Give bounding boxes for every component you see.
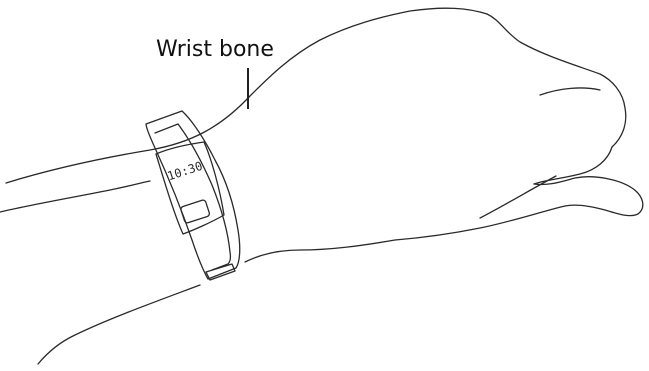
device-button xyxy=(180,199,210,223)
hand-back-outline xyxy=(487,14,626,147)
finger-fold-line xyxy=(540,88,600,95)
wrist-bone-label: Wrist bone xyxy=(156,38,274,62)
thumb-outline xyxy=(395,206,565,240)
display-time: 10:30 xyxy=(166,159,205,183)
forearm-lower-edge xyxy=(38,285,200,364)
forearm-bottom-outline xyxy=(245,240,395,262)
wrist-bone-leader-line xyxy=(247,68,249,109)
forearm-left-lower-edge xyxy=(0,181,150,212)
wristband-outer xyxy=(146,111,240,279)
